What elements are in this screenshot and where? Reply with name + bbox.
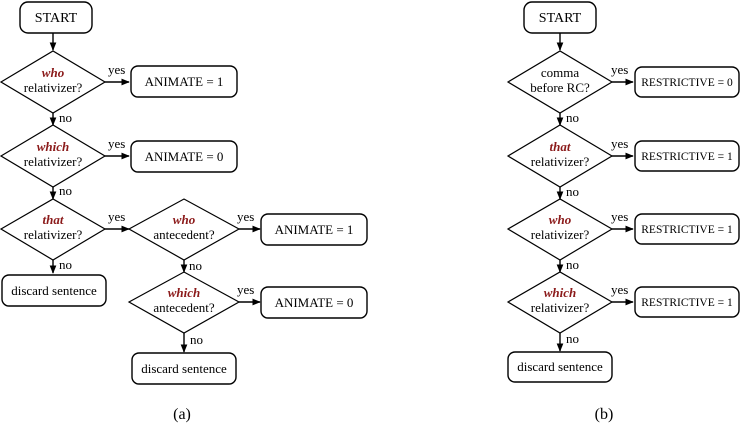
- panel-a: START who relativizer? yes no ANIMATE = …: [0, 1, 368, 423]
- panel-a-d3-yes: yes: [108, 209, 125, 224]
- panel-a-decision-who-relativizer: [0, 50, 107, 114]
- panel-b-d2-text: relativizer?: [531, 154, 590, 169]
- panel-a-d5-keyword: which: [168, 285, 201, 300]
- panel-a-discard-box-2: [131, 352, 237, 385]
- panel-a-d4-text: antecedent?: [153, 227, 215, 242]
- panel-a-d3-no: no: [59, 257, 72, 272]
- panel-a-d5-no: no: [190, 332, 203, 347]
- panel-a-r2-label: ANIMATE = 0: [145, 149, 224, 164]
- panel-b-d3-text: relativizer?: [531, 227, 590, 242]
- panel-b-d3-keyword: who: [549, 212, 572, 227]
- panel-a-d3-text: relativizer?: [24, 227, 83, 242]
- panel-a-d2-no: no: [59, 183, 72, 198]
- panel-b-d4-no: no: [566, 331, 579, 346]
- panel-a-discard-box-1: [1, 274, 107, 307]
- panel-a-discard2-label: discard sentence: [141, 361, 227, 376]
- panel-a-d5-yes: yes: [237, 282, 254, 297]
- panel-b-result-restrictive-0: [634, 66, 740, 98]
- panel-a-result-animate-0-bottom: [260, 286, 368, 319]
- panel-a-d4-keyword: who: [173, 212, 196, 227]
- panel-a-d2-yes: yes: [108, 136, 125, 151]
- panel-a-r4-label: ANIMATE = 0: [275, 295, 354, 310]
- panel-a-d4-yes: yes: [237, 209, 254, 224]
- panel-b-d4-keyword: which: [544, 285, 577, 300]
- panel-a-result-animate-1-top: [130, 65, 238, 98]
- panel-b-r4-label: RESTRICTIVE = 1: [641, 297, 733, 309]
- panel-b-start-box: [523, 1, 597, 34]
- panel-b-d1-line2: before RC?: [530, 80, 590, 95]
- panel-a-connectors: [49, 33, 261, 353]
- panel-b-result-restrictive-1-c: [634, 286, 740, 318]
- panel-b-discard-box: [507, 351, 613, 383]
- panel-a-decision-which-relativizer: [0, 124, 107, 188]
- panel-a-d1-no: no: [59, 110, 72, 125]
- panel-a-d3-keyword: that: [43, 212, 64, 227]
- panel-b-d1-line1: comma: [541, 65, 579, 80]
- panel-b-start-label: START: [539, 11, 582, 26]
- panel-a-result-animate-1-bottom: [260, 213, 368, 246]
- panel-b-d2-no: no: [566, 184, 579, 199]
- panel-a-start-label: START: [35, 11, 78, 26]
- panel-b: START comma before RC? yes no RESTRICTIV…: [506, 1, 740, 423]
- panel-a-d1-keyword: who: [42, 65, 65, 80]
- panel-a-caption: (a): [173, 406, 191, 423]
- panel-a-d2-keyword: which: [37, 139, 70, 154]
- panel-b-d1-no: no: [566, 110, 579, 125]
- panel-b-d4-yes: yes: [611, 282, 628, 297]
- panel-a-decision-that-relativizer: [0, 198, 107, 261]
- panel-a-d4-no: no: [189, 258, 202, 273]
- panel-b-d1-yes: yes: [611, 62, 628, 77]
- panel-b-decision-that-relativizer: [506, 124, 614, 188]
- panel-a-decision-which-antecedent: [127, 271, 241, 334]
- panel-a-d1-text: relativizer?: [24, 80, 83, 95]
- panel-a-d5-text: antecedent?: [153, 300, 215, 315]
- panel-b-result-restrictive-1-b: [634, 213, 740, 245]
- panel-b-d2-yes: yes: [611, 136, 628, 151]
- panel-b-decision-who-relativizer: [506, 198, 614, 261]
- panel-a-result-animate-0-top: [130, 140, 238, 173]
- panel-b-r1-label: RESTRICTIVE = 0: [641, 77, 733, 89]
- panel-b-d2-keyword: that: [550, 139, 571, 154]
- panel-a-d2-text: relativizer?: [24, 154, 83, 169]
- panel-b-discard-label: discard sentence: [517, 359, 603, 374]
- panel-b-decision-comma-before-rc: [506, 50, 614, 114]
- panel-a-discard1-label: discard sentence: [11, 283, 97, 298]
- panel-b-decision-which-relativizer: [506, 271, 614, 334]
- panel-b-r2-label: RESTRICTIVE = 1: [641, 151, 733, 163]
- panel-a-d1-yes: yes: [108, 62, 125, 77]
- panel-b-d3-no: no: [566, 257, 579, 272]
- panel-a-r3-label: ANIMATE = 1: [275, 222, 354, 237]
- panel-b-caption: (b): [595, 406, 614, 423]
- panel-a-decision-who-antecedent: [127, 198, 241, 261]
- panel-b-d3-yes: yes: [611, 209, 628, 224]
- panel-b-connectors: [556, 33, 634, 352]
- panel-b-r3-label: RESTRICTIVE = 1: [641, 224, 733, 236]
- panel-b-result-restrictive-1-a: [634, 140, 740, 172]
- panel-a-start-box: [19, 1, 93, 34]
- panel-a-r1-label: ANIMATE = 1: [145, 74, 224, 89]
- panel-b-d4-text: relativizer?: [531, 300, 590, 315]
